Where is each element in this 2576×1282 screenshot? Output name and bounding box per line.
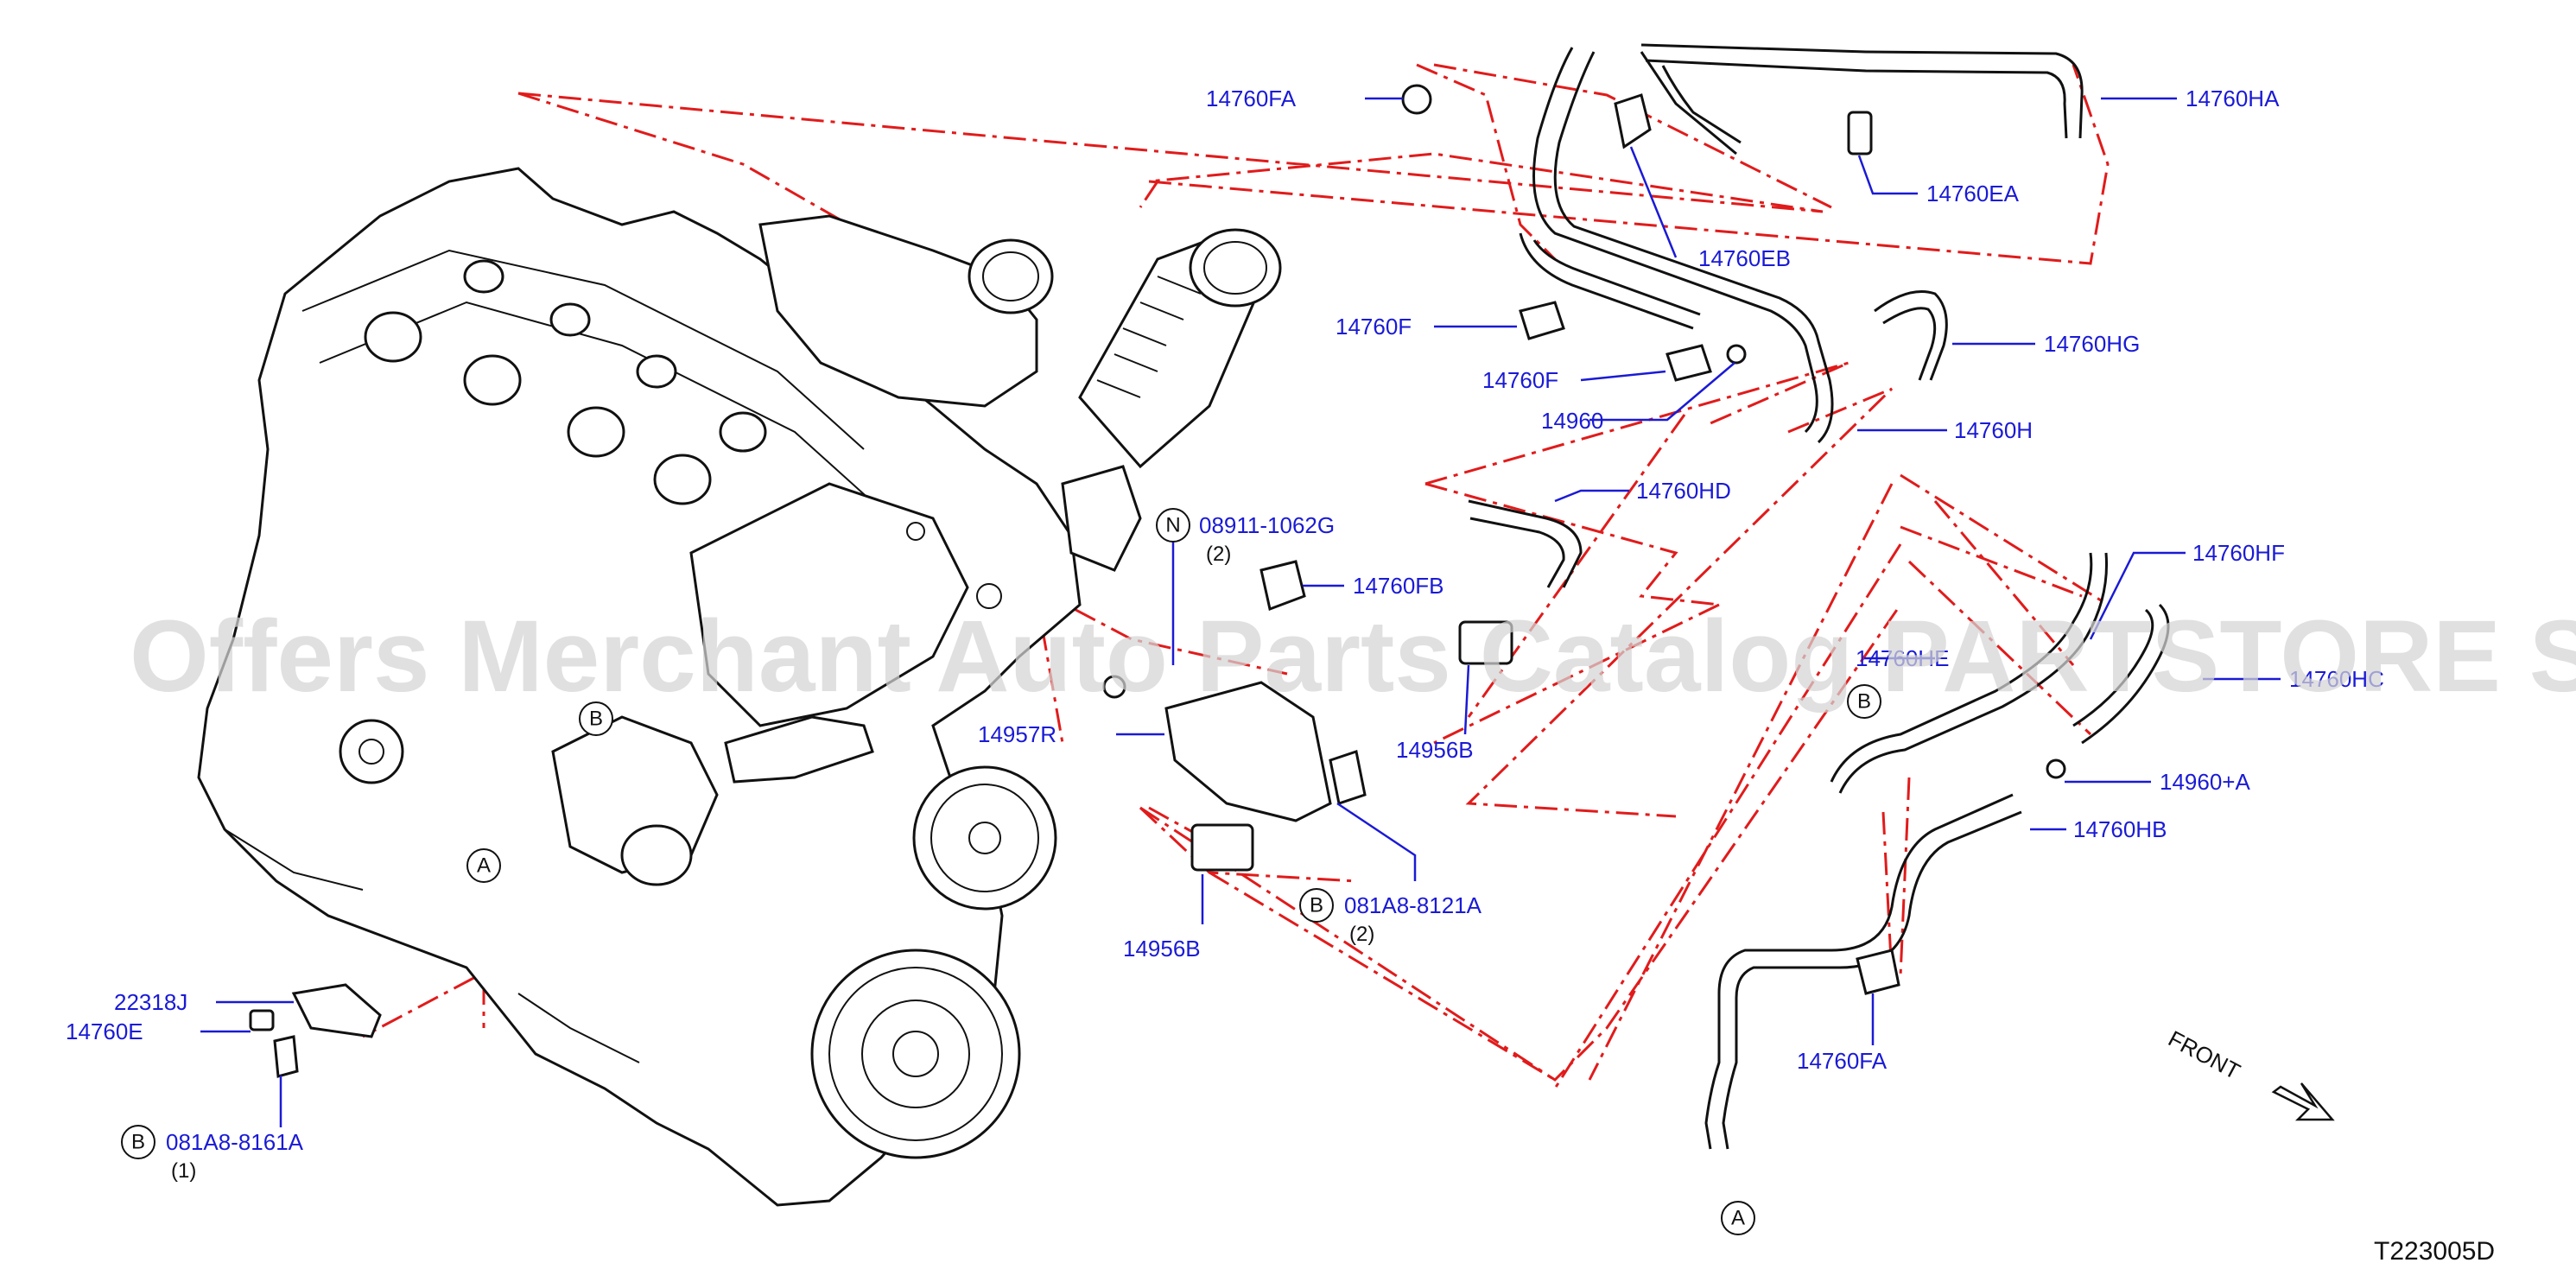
diagram-code: T223005D — [2374, 1237, 2495, 1266]
clip-14760FB — [1259, 560, 1306, 612]
label-14760EB: 14760EB — [1698, 245, 1791, 271]
circle-n-08911: N — [1156, 508, 1190, 543]
svg-text:A: A — [1731, 1207, 1745, 1230]
hose-14760HD — [1468, 499, 1583, 588]
label-14760F-b: 14760F — [1482, 367, 1558, 393]
clip-14760FA-bottom — [1856, 949, 1900, 995]
svg-text:A: A — [477, 854, 491, 878]
svg-text:B: B — [1857, 690, 1871, 714]
svg-text:B: B — [131, 1131, 145, 1154]
hose-14760HB — [1704, 793, 2014, 1150]
nut-08911 — [1102, 675, 1126, 699]
label-14760HG: 14760HG — [2044, 331, 2140, 357]
connector-14960A — [2046, 758, 2066, 779]
qty-081A8-8121A: (2) — [1349, 923, 1374, 946]
watermark-text: Offers Merchant Auto Parts Catalog PARTS… — [130, 600, 2576, 714]
circle-a-bottom: A — [1721, 1201, 1755, 1235]
label-14760E: 14760E — [66, 1019, 143, 1044]
label-081A8-8121A: 081A8-8121A — [1344, 892, 1482, 918]
circle-b-8161A: B — [121, 1125, 155, 1159]
label-14760HB: 14760HB — [2073, 816, 2167, 842]
bracket-14957R — [1164, 681, 1332, 822]
clip-14760FA-top — [1401, 84, 1432, 115]
label-14956B-upper: 14956B — [1396, 737, 1474, 763]
circle-b-engine: B — [579, 701, 613, 736]
svg-text:B: B — [1310, 894, 1323, 917]
label-14760HD: 14760HD — [1636, 478, 1731, 504]
bracket-22318J — [291, 983, 382, 1038]
label-14760F-a: 14760F — [1336, 314, 1412, 340]
valve-14956B-lower — [1190, 823, 1254, 872]
label-14760HF: 14760HF — [2192, 540, 2285, 566]
clip-14760E — [249, 1009, 275, 1031]
qty-08911: (2) — [1206, 543, 1231, 566]
label-08911-1062G: 08911-1062G — [1199, 512, 1335, 538]
label-14760HC: 14760HC — [2289, 666, 2384, 692]
connector-14960 — [1726, 344, 1747, 365]
svg-text:N: N — [1165, 514, 1180, 537]
clip-14760EB — [1614, 93, 1652, 149]
qty-081A8-8161A: (1) — [171, 1159, 196, 1183]
circle-a-engine: A — [466, 848, 501, 883]
svg-text:B: B — [589, 708, 603, 731]
label-14760HA: 14760HA — [2186, 86, 2280, 111]
bolt-081A8-8121A — [1329, 750, 1367, 805]
label-14760H: 14760H — [1954, 417, 2033, 443]
circle-markers: N B B B A B A — [121, 508, 1881, 1235]
spark-plug-wells — [364, 259, 767, 505]
clip-14760F-a — [1519, 301, 1565, 340]
hose-14760HA — [1532, 47, 1818, 434]
front-arrow-icon — [2271, 1082, 2335, 1121]
part-labels: 14760FA 14760HA 14760EA 14760EB 14760F 1… — [66, 86, 2384, 1183]
clip-14760EA — [1847, 111, 1873, 155]
clip-14760F-b — [1666, 344, 1712, 382]
label-14760FA-top: 14760FA — [1206, 86, 1297, 111]
label-14960A: 14960+A — [2160, 769, 2250, 795]
circle-b-8121A: B — [1299, 888, 1334, 923]
hose-assemblies — [249, 43, 2170, 1150]
valve-14956B-upper — [1458, 620, 1513, 665]
label-14957R: 14957R — [978, 721, 1056, 747]
label-081A8-8161A: 081A8-8161A — [166, 1129, 304, 1155]
label-14760EA: 14760EA — [1926, 181, 2020, 206]
front-label: FRONT — [2164, 1025, 2244, 1085]
front-indicator: FRONT — [2164, 1025, 2335, 1121]
label-14956B-lower: 14956B — [1123, 936, 1201, 962]
bolt-081A8-8161A — [273, 1035, 299, 1078]
label-14760HE: 14760HE — [1856, 645, 1949, 671]
label-14960: 14960 — [1541, 408, 1603, 434]
label-22318J: 22318J — [114, 989, 187, 1015]
label-14760FB: 14760FB — [1353, 573, 1444, 599]
circle-b-hose: B — [1847, 684, 1881, 719]
label-14760FA-bottom: 14760FA — [1797, 1048, 1888, 1074]
engine-assembly — [197, 167, 1282, 1207]
leader-lines — [200, 97, 2281, 1127]
